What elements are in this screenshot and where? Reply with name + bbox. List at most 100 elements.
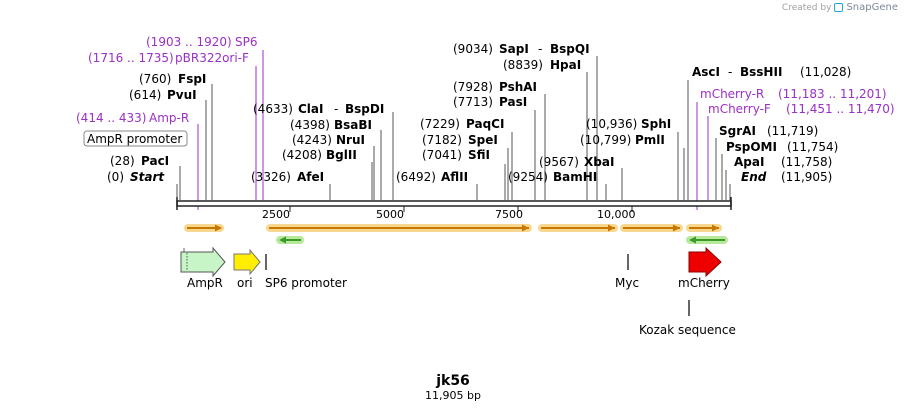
label-pasi-pos: (7713) [453, 95, 493, 109]
backbone [176, 197, 732, 210]
label-bsabi-pos: (4398) [290, 118, 330, 132]
orf-arrows [184, 224, 728, 244]
feature-label-myc: Myc [615, 276, 639, 290]
label-paqci: PaqCI [466, 117, 504, 131]
label-pshai: PshAI [499, 80, 537, 94]
feature-label-kozak: Kozak sequence [639, 323, 736, 337]
label-sgrai: SgrAI [719, 124, 756, 138]
label-clai-dash: - [334, 102, 338, 116]
label-pmli: PmlI [635, 133, 665, 147]
orf-reverse-1 [276, 236, 304, 244]
label-asci: AscI [692, 65, 720, 79]
snapgene-credit: Created by SnapGene [782, 2, 898, 13]
label-asci-dash: - [728, 65, 732, 79]
plasmid-name: jk56 [435, 373, 470, 389]
label-bamhi: BamHI [553, 170, 597, 184]
label-ampr-promoter: AmpR promoter [87, 132, 182, 146]
label-mcherry-f-pos: (11,451 .. 11,470) [786, 102, 895, 116]
label-bsshii: BssHII [740, 65, 782, 79]
label-bamhi-pos: (9254) [508, 170, 548, 184]
label-clai-pos: (4633) [253, 102, 293, 116]
label-pvui-pos: (614) [129, 88, 161, 102]
feature-ampr [180, 246, 226, 278]
label-paci-pos: (28) [110, 154, 135, 168]
ruler: 2500 5000 7500 10,000 [262, 206, 636, 221]
orf-reverse-2 [686, 236, 728, 244]
label-start-pos: (0) [107, 170, 124, 184]
label-bglii-pos: (4208) [282, 148, 322, 162]
label-mcherry-r-pos: (11,183 .. 11,201) [778, 87, 887, 101]
label-nrui-pos: (4243) [292, 133, 332, 147]
label-apai-pos: (11,758) [781, 155, 832, 169]
label-nrui: NruI [336, 133, 365, 147]
label-spei: SpeI [468, 133, 498, 147]
feature-mcherry [688, 246, 722, 278]
label-sp6-pos: (1903 .. 1920) [146, 35, 232, 49]
label-aflii-pos: (6492) [396, 170, 436, 184]
label-sphi: SphI [641, 117, 671, 131]
label-fspi: FspI [178, 72, 206, 86]
features: AmpR ori SP6 promoter Myc mCherry Kozak … [180, 246, 736, 337]
label-asci-pos: (11,028) [800, 65, 851, 79]
label-xbai-pos: (9567) [539, 155, 579, 169]
label-paci: PacI [141, 154, 169, 168]
label-end: End [741, 170, 767, 184]
label-spei-pos: (7182) [422, 133, 462, 147]
label-bspqi: BspQI [550, 42, 590, 56]
label-mcherry-r: mCherry-R [700, 87, 764, 101]
label-pbr322ori-f-pos: (1716 .. 1735) [88, 51, 174, 65]
ampr-promoter-box [83, 130, 188, 147]
label-pspomi: PspOMI [726, 140, 777, 154]
orf-5 [686, 224, 722, 232]
label-pmli-pos: (10,799) [580, 133, 631, 147]
label-pasi: PasI [499, 95, 527, 109]
label-sapi-dash: - [538, 42, 542, 56]
label-pspomi-pos: (11,754) [787, 140, 838, 154]
label-bspdi: BspDI [345, 102, 384, 116]
feature-ori [233, 248, 261, 276]
label-sp6: SP6 [235, 35, 258, 49]
label-end-pos: (11,905) [781, 170, 832, 184]
ruler-label-5000: 5000 [376, 208, 404, 221]
label-afei: AfeI [297, 170, 324, 184]
label-xbai: XbaI [584, 155, 614, 169]
label-apai: ApaI [734, 155, 764, 169]
orf-4 [620, 224, 683, 232]
label-sapi-pos: (9034) [453, 42, 493, 56]
ruler-label-2500: 2500 [262, 208, 290, 221]
plasmid-size: 11,905 bp [425, 389, 481, 402]
feature-label-ori: ori [237, 276, 253, 290]
label-amp-r-pos: (414 .. 433) [76, 111, 146, 125]
credit-brand: SnapGene [846, 2, 898, 13]
label-amp-r: Amp-R [149, 111, 189, 125]
ruler-label-7500: 7500 [495, 208, 523, 221]
leader-lines [176, 50, 731, 210]
orf-3 [538, 224, 618, 232]
label-hpai-pos: (8839) [503, 58, 543, 72]
label-bglii: BglII [326, 148, 357, 162]
backbone-bar [176, 200, 732, 207]
label-pbr322ori-f: pBR322ori-F [175, 51, 249, 65]
credit-prefix: Created by [781, 2, 832, 13]
label-fspi-pos: (760) [139, 72, 171, 86]
label-bsabi: BsaBI [334, 118, 372, 132]
label-mcherry-f: mCherry-F [708, 102, 771, 116]
label-sfii-pos: (7041) [422, 148, 462, 162]
label-sphi-pos: (10,936) [586, 117, 637, 131]
label-hpai: HpaI [550, 58, 581, 72]
orf-2 [266, 224, 532, 232]
label-pvui: PvuI [167, 88, 197, 102]
orf-1 [184, 224, 224, 232]
label-clai: ClaI [298, 102, 323, 116]
label-start: Start [130, 170, 165, 184]
feature-label-ampr: AmpR [187, 276, 223, 290]
feature-label-sp6-promoter: SP6 promoter [265, 276, 347, 290]
feature-label-mcherry: mCherry [678, 276, 730, 290]
snapgene-logo-icon [834, 3, 844, 12]
label-sgrai-pos: (11,719) [767, 124, 818, 138]
label-aflii: AflII [441, 170, 468, 184]
top-labels: (1903 .. 1920) SP6 (1716 .. 1735) pBR322… [76, 35, 895, 184]
label-paqci-pos: (7229) [420, 117, 460, 131]
label-afei-pos: (3326) [251, 170, 291, 184]
